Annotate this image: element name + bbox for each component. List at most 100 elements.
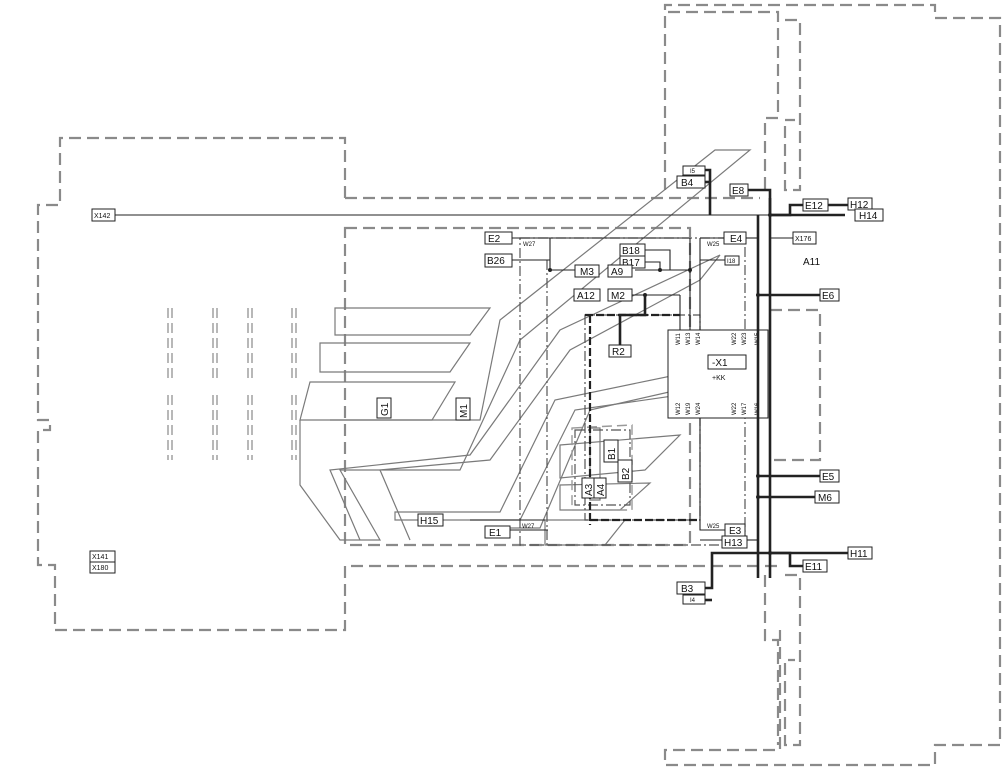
wire-w17: W17 [742,402,748,415]
wire-w14: W14 [696,332,702,345]
outline-left-body [36,136,780,632]
h11-label: H11 [850,549,868,560]
m6-label: M6 [818,493,832,504]
e3-label: E3 [729,526,742,537]
e12-box [802,198,829,212]
h13-label: H13 [724,538,743,549]
x1-junction-box [667,329,769,419]
a9-box [607,264,633,278]
b18-label: B18 [622,246,640,257]
wire-w19: W19 [686,402,692,415]
g1-label: G1 [380,402,391,416]
a12-box [573,288,601,302]
outline-right-notch [770,308,822,462]
x176-box [792,231,817,245]
e5-label: E5 [822,472,835,483]
e5-box [819,469,840,483]
wire-w22b: W22 [732,402,738,415]
wire-w25a: W25 [707,242,720,248]
a12-label: A12 [577,291,595,302]
h14-label: H14 [859,211,878,222]
b1-label: B1 [607,447,618,460]
e4-label: E4 [730,234,743,245]
e4-box [723,231,747,245]
b4-label: B4 [681,178,694,189]
e8-label: E8 [732,186,745,197]
b17-label: B17 [622,258,640,269]
e6-label: E6 [822,291,835,302]
outline-right-inner-top [668,10,780,190]
h12-label: H12 [850,200,869,211]
a4-box [593,477,607,499]
x142-box [91,208,116,222]
g1-box [376,397,392,419]
i4-box [682,594,706,605]
outline-inner-frame [343,226,692,547]
m1-label: M1 [459,404,470,418]
outline-right-frame [663,3,1002,767]
wire-w24: W24 [696,402,702,415]
b26-label: B26 [487,256,505,267]
component-labels: X142 X141 X180 I5 B4 E8 E12 H12 H14 E2 W… [89,165,884,605]
e2-label: E2 [488,234,501,245]
wires [115,168,848,602]
wire-w27b: W27 [522,524,535,530]
e2-box [484,231,513,245]
wire-w27a: W27 [523,242,536,248]
r2-box [608,344,632,358]
b3-box [676,581,706,595]
i18-label: I18 [727,259,736,265]
i5-box [682,165,706,176]
a9-label: A9 [611,267,624,278]
wire-w11: W11 [676,332,682,345]
b3-label: B3 [681,584,694,595]
e11-box [802,559,828,573]
wire-w13: W13 [686,332,692,345]
x176-label: X176 [795,236,811,243]
a4-label: A4 [596,483,607,496]
e1-label: E1 [489,528,502,539]
r2-label: R2 [612,347,625,358]
outline-right-inner-bottom [763,575,780,745]
a3-label: A3 [584,483,595,496]
m3-label: M3 [580,267,594,278]
x180-label: X180 [92,565,108,572]
wire-w12: W12 [676,402,682,415]
i5-label: I5 [690,169,696,175]
wire-w25b: W25 [707,524,720,530]
outline-right-rail-top [783,18,802,192]
m6-box [814,490,840,504]
e1-box [484,525,511,539]
e11-label: E11 [805,562,822,573]
h15-box [417,513,444,527]
b26-box [484,253,513,268]
m2-label: M2 [611,291,625,302]
wire-nodes [548,213,772,555]
x1-label-box [707,354,747,370]
e8-box [729,183,749,197]
x180-box [89,561,116,574]
b4-box [676,175,706,189]
i4-label: I4 [690,598,696,604]
i18-box [724,255,740,266]
vent-slots [167,308,297,460]
b1-box [603,439,619,463]
wire-w22a: W22 [732,332,738,345]
machine-outline [36,3,1002,767]
m1-box [455,397,471,421]
a11-label: A11 [803,257,820,268]
x1-label: -X1 [712,358,728,369]
outline-right-rail-bottom [783,573,802,747]
e6-box [819,288,840,302]
h13-box [721,535,748,549]
m2-box [607,288,633,302]
b2-box [617,459,633,483]
h15-label: H15 [420,516,439,527]
x141-label: X141 [92,554,108,561]
wire-w23: W23 [742,332,748,345]
x142-label: X142 [94,213,110,220]
b2-label: B2 [621,467,632,480]
e12-label: E12 [805,201,823,212]
